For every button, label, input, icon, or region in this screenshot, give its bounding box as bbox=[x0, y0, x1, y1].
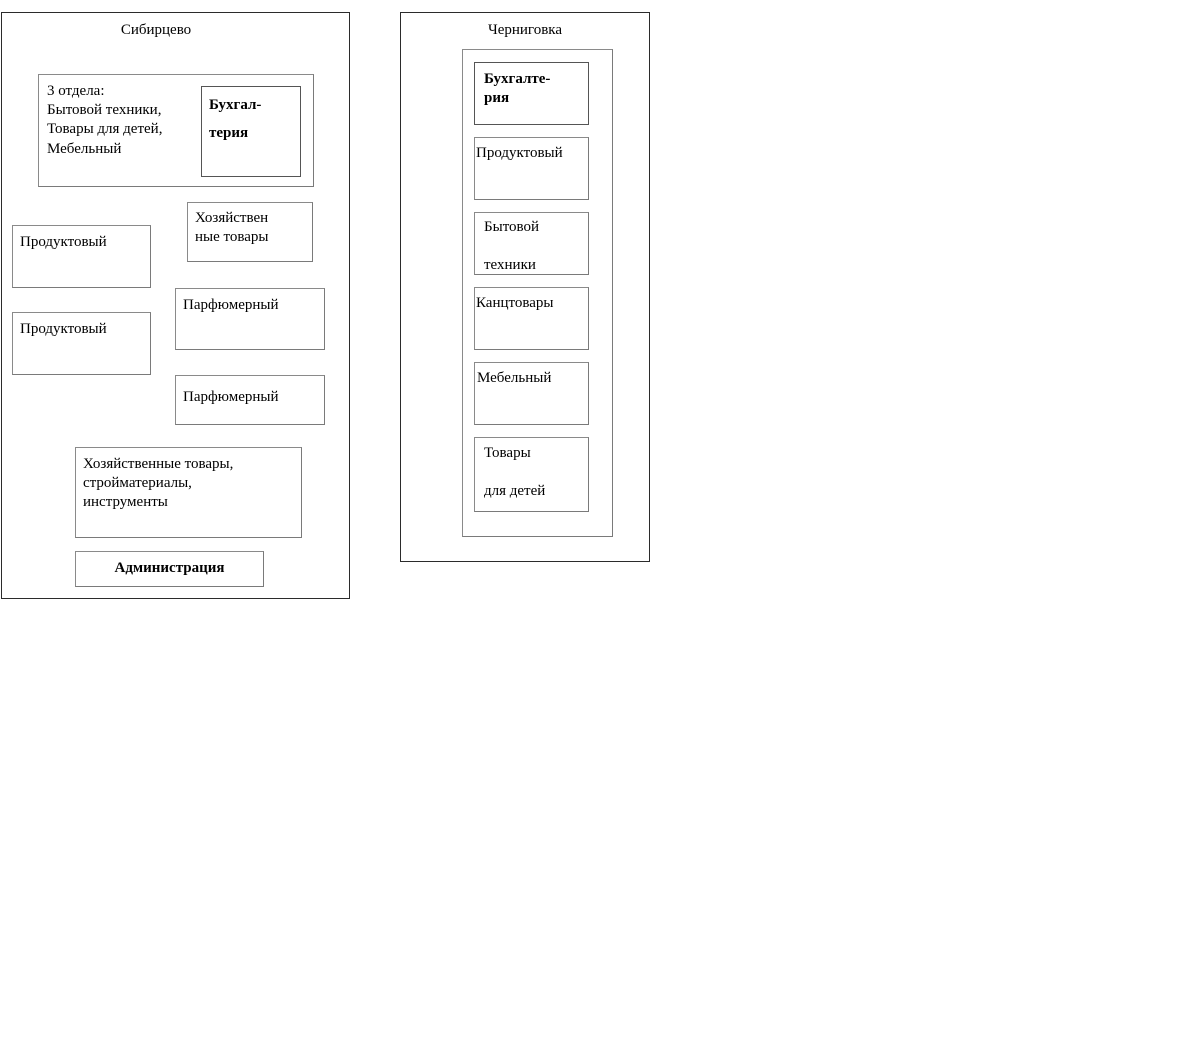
kids-goods-box[interactable] bbox=[474, 437, 589, 512]
household-building-tools-label: Хозяйственные товары, стройматериалы, ин… bbox=[83, 456, 234, 511]
grocery-label-2: Продуктовый bbox=[20, 321, 107, 337]
home-appliances-box[interactable] bbox=[474, 212, 589, 275]
accounting-label-sibirtsevo: Бухгал- терия bbox=[209, 97, 262, 141]
stationery-label: Канцтовары bbox=[476, 295, 554, 311]
accounting-box-sibirtsevo[interactable] bbox=[201, 86, 301, 177]
kids-goods-label: Товары для детей bbox=[484, 445, 546, 500]
accounting-label-chernigovka: Бухгалте- рия bbox=[484, 71, 551, 107]
grocery-label-chernigovka: Продуктовый bbox=[476, 145, 563, 161]
grocery-box-2[interactable] bbox=[12, 312, 151, 375]
household-goods-box[interactable] bbox=[187, 202, 313, 262]
home-appliances-label: Бытовой техники bbox=[484, 219, 540, 274]
administration-box[interactable] bbox=[75, 551, 264, 587]
grocery-box-chernigovka[interactable] bbox=[474, 137, 589, 200]
grocery-box-1[interactable] bbox=[12, 225, 151, 288]
grocery-label-1: Продуктовый bbox=[20, 234, 107, 250]
furniture-label: Мебельный bbox=[477, 370, 552, 386]
stationery-box[interactable] bbox=[474, 287, 589, 350]
household-building-tools-box[interactable] bbox=[75, 447, 302, 538]
household-goods-label: Хозяйствен ные товары bbox=[195, 210, 269, 246]
region-title-chernigovka: Черниговка bbox=[487, 22, 563, 38]
three-departments-label: 3 отдела: Бытовой техники, Товары для де… bbox=[47, 83, 163, 157]
accounting-box-chernigovka[interactable] bbox=[474, 62, 589, 125]
perfume-label-1: Парфюмерный bbox=[183, 297, 279, 313]
furniture-box[interactable] bbox=[474, 362, 589, 425]
perfume-box-1[interactable] bbox=[175, 288, 325, 350]
perfume-label-2: Парфюмерный bbox=[183, 389, 279, 405]
perfume-box-2[interactable] bbox=[175, 375, 325, 425]
region-title-sibirtsevo: Сибирцево bbox=[120, 22, 192, 38]
administration-label: Администрация bbox=[114, 560, 225, 576]
